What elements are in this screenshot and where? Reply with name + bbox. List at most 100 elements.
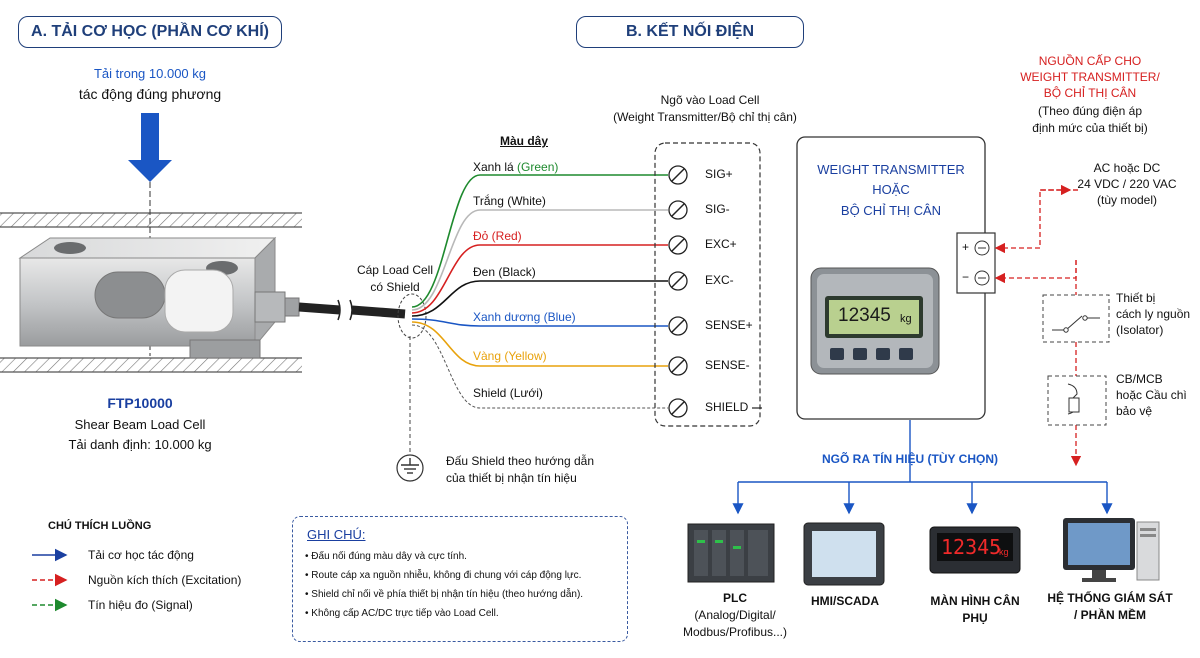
terminal-screw-slot: [671, 238, 685, 252]
load-cell-model: FTP10000: [107, 395, 173, 411]
transmitter-device-image: [810, 267, 940, 375]
note-item: • Route cáp xa nguồn nhiễu, không đi chu…: [305, 570, 582, 581]
legend-load: Tải cơ học tác động: [88, 548, 194, 562]
monitor-system-icon: [1063, 518, 1160, 582]
note-item: • Shield chỉ nối về phía thiết bị nhận t…: [305, 589, 584, 600]
breaker-label-1: CB/MCB: [1116, 372, 1163, 386]
hmi-label: HMI/SCADA: [811, 594, 879, 608]
transmitter-display-unit: kg: [900, 313, 912, 325]
isolator-label-2: cách ly nguồn: [1116, 307, 1191, 321]
supply-spec-3: (tùy model): [1096, 193, 1158, 207]
transmitter-title-2: HOẶC: [872, 182, 910, 197]
terminal-sense-plus: SENSE+: [705, 318, 753, 332]
wire-line: [411, 321, 668, 367]
terminal-block: [654, 142, 761, 427]
notes-title: GHI CHÚ:: [307, 527, 366, 542]
load-text-1: Tải trong 10.000 kg: [93, 66, 207, 81]
breaker-icon: [1047, 375, 1107, 426]
supply-spec-1: AC hoặc DC: [1093, 161, 1161, 175]
transmitter-title-1: WEIGHT TRANSMITTER: [817, 162, 965, 177]
power-terminal-box: [956, 232, 996, 294]
plc-label-3: Modbus/Profibus...): [682, 625, 788, 639]
transmitter-display-value: 12345: [838, 305, 891, 326]
remote-label-1: MÀN HÌNH CÂN: [930, 594, 1020, 608]
terminal-sig-minus: SIG-: [705, 202, 730, 216]
wire-line: [411, 280, 668, 317]
header-mechanical: A. TẢI CƠ HỌC (PHẦN CƠ KHÍ): [18, 16, 282, 48]
shield-note-1: Đấu Shield theo hướng dẫn: [446, 454, 595, 468]
power-source-1: NGUỒN CẤP CHO: [1038, 54, 1142, 68]
cable-label-1: Cáp Load Cell: [356, 263, 434, 277]
legend-title: CHÚ THÍCH LUỒNG: [48, 520, 152, 532]
power-terminal-plus: +: [962, 240, 970, 254]
wire-label-blue: Xanh dương (Blue): [473, 310, 576, 324]
wire-label-black: Đen (Black): [473, 265, 536, 279]
terminal-screw-slot: [671, 274, 685, 288]
monitor-label-1: HỆ THỐNG GIÁM SÁT: [1047, 591, 1173, 605]
remote-display-value: 12345: [941, 535, 1002, 559]
notes-box: GHI CHÚ: • Đấu nối đúng màu dây và cực t…: [292, 516, 628, 642]
input-title-1: Ngõ vào Load Cell: [660, 93, 760, 107]
shield-note-2: của thiết bị nhận tín hiệu: [446, 471, 577, 485]
wire-line: [411, 174, 668, 308]
plc-icon: [687, 523, 775, 583]
plc-label-1: PLC: [723, 591, 747, 605]
note-item: • Không cấp AC/DC trực tiếp vào Load Cel…: [305, 608, 499, 619]
legend-excitation: Nguồn kích thích (Excitation): [88, 573, 242, 587]
power-source-3: BỘ CHỈ THỊ CÂN: [1043, 86, 1137, 100]
hmi-icon: [803, 522, 885, 586]
wire-label-yellow: Vàng (Yellow): [473, 349, 547, 363]
wire-line: [411, 209, 668, 311]
terminal-screw-slot: [671, 319, 685, 333]
legend-signal: Tín hiệu đo (Signal): [88, 598, 193, 612]
breaker-label-2: hoặc Cầu chì: [1116, 388, 1187, 402]
output-title: NGÕ RA TÍN HIỆU (TÙY CHỌN): [822, 452, 998, 466]
isolator-icon: [1042, 294, 1110, 343]
legend-arrows: [32, 548, 68, 612]
terminal-screw-slot: [671, 401, 685, 415]
remote-label-2: PHỤ: [962, 611, 988, 625]
plc-label-2: (Analog/Digital/: [694, 608, 776, 622]
wire-line: [411, 324, 668, 409]
load-cell-cable: [298, 299, 406, 321]
shield-junction: [397, 293, 427, 455]
input-title-2: (Weight Transmitter/Bộ chỉ thị cân): [613, 110, 797, 124]
load-arrow: [128, 113, 172, 356]
notes-list: • Đấu nối đúng màu dây và cực tính. • Ro…: [305, 547, 583, 623]
cable-label-2: có Shield: [370, 280, 420, 294]
power-terminal-minus: −: [962, 270, 970, 284]
wire-label-green: Xanh lá (Green): [473, 160, 559, 174]
power-supply-lines: [994, 184, 1082, 467]
terminal-exc-minus: EXC-: [705, 273, 734, 287]
note-item: • Đấu nối đúng màu dây và cực tính.: [305, 551, 467, 562]
load-cell-type: Shear Beam Load Cell: [74, 417, 206, 432]
wire-line: [411, 244, 668, 314]
bottom-beam: [0, 357, 302, 373]
wire-lines: [411, 174, 668, 409]
load-cell-rated: Tải danh định: 10.000 kg: [68, 437, 212, 452]
terminal-sig-plus: SIG+: [705, 167, 733, 181]
isolator-label-1: Thiết bị: [1116, 291, 1156, 305]
terminal-exc-plus: EXC+: [705, 237, 737, 251]
ground-icon: [396, 454, 424, 482]
output-distribution-lines: [732, 420, 1113, 515]
wire-line: [411, 318, 668, 327]
isolator-label-3: (Isolator): [1116, 323, 1164, 337]
power-source-2: WEIGHT TRANSMITTER/: [1020, 70, 1160, 84]
breaker-label-3: bảo vệ: [1116, 404, 1153, 418]
transmitter-title-3: BỘ CHỈ THỊ CÂN: [840, 203, 942, 218]
wire-label-red: Đỏ (Red): [473, 229, 522, 243]
terminal-screw-slot: [671, 359, 685, 373]
power-source-note-2: định mức của thiết bị): [1032, 121, 1148, 135]
terminal-screw-slot: [671, 168, 685, 182]
monitor-label-2: / PHẦN MỀM: [1074, 608, 1146, 622]
terminal-shield: SHIELD: [705, 400, 749, 414]
wire-label-white: Trắng (White): [473, 194, 546, 208]
supply-spec-2: 24 VDC / 220 VAC: [1077, 177, 1177, 191]
remote-display-icon: [929, 526, 1021, 574]
load-cell-image: [18, 236, 300, 359]
load-text-2: tác động đúng phương: [78, 86, 222, 102]
power-source-note-1: (Theo đúng điện áp: [1037, 104, 1143, 118]
remote-display-unit: kg: [999, 547, 1009, 557]
